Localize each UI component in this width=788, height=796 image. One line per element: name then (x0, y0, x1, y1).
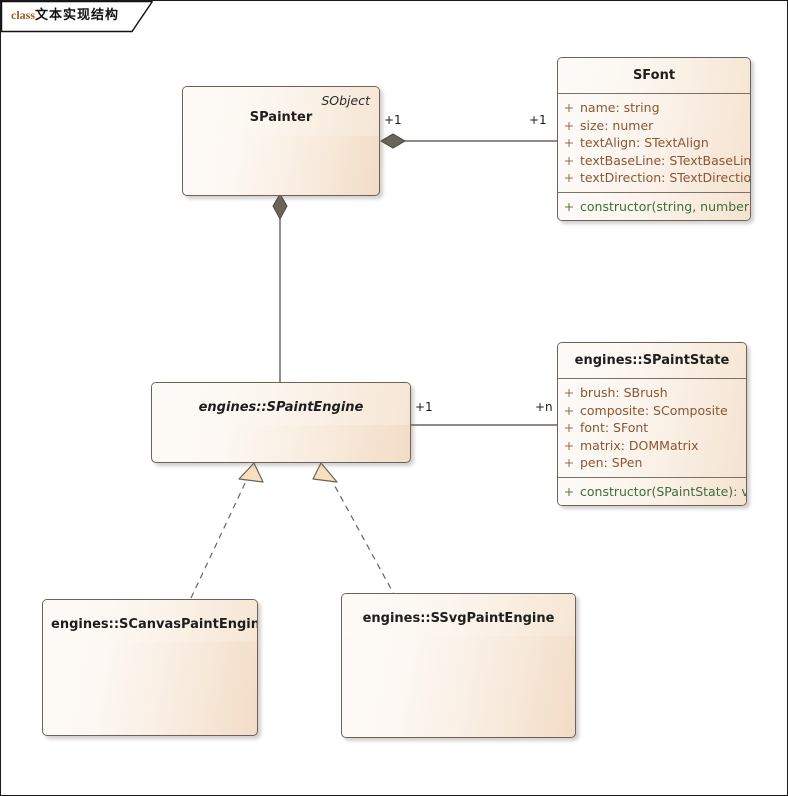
attribute-label: textDirection: STextDirection (580, 170, 751, 185)
connector-ssvgpaintengine-realization (312, 462, 397, 599)
visibility-marker: + (563, 100, 575, 115)
class-name-spaintengine: engines::SPaintEngine (198, 400, 364, 415)
attribute-row: + composite: SComposite (558, 402, 746, 420)
class-namebox-sfont: SFont (558, 58, 750, 93)
multiplicity-spaintengine-spaintstate-source: +1 (415, 400, 433, 414)
attributes-compartment-spaintstate: + brush: SBrush + composite: SComposite … (558, 379, 746, 477)
operation-row: + constructor(SPaintState): void (558, 483, 746, 501)
class-name-spaintstate: engines::SPaintState (574, 353, 730, 368)
attribute-row: + matrix: DOMMatrix (558, 437, 746, 455)
attribute-row: + name: string (558, 99, 750, 117)
attribute-label: name: string (580, 100, 660, 115)
attribute-row: + font: SFont (558, 419, 746, 437)
visibility-marker: + (563, 420, 575, 435)
attribute-row: + textAlign: STextAlign (558, 134, 750, 152)
multiplicity-spainter-sfont-source: +1 (384, 113, 402, 127)
class-box-spainter[interactable]: SObject SPainter (182, 86, 380, 196)
compartment-divider (558, 191, 750, 193)
visibility-marker: + (563, 402, 575, 418)
attribute-row: + size: numer (558, 117, 750, 135)
attribute-label: font: SFont (580, 420, 649, 435)
attribute-row: + pen: SPen (558, 454, 746, 472)
realization-arrowhead-svg (312, 462, 338, 483)
operations-compartment-sfont: + constructor(string, number): void (558, 192, 750, 220)
class-name-scanvaspaintengine: engines::SCanvasPaintEngine (51, 617, 258, 632)
attribute-row: + textBaseLine: STextBaseLine (558, 152, 750, 170)
operation-label: constructor(SPaintState): void (580, 483, 746, 499)
composition-diamond-sfont (380, 133, 406, 149)
visibility-marker: + (563, 483, 575, 499)
diagram-frame-tab: class文本实现结构 (1, 1, 153, 33)
attribute-row: + brush: SBrush (558, 384, 746, 402)
connector-spainter-spaintengine (272, 193, 288, 383)
class-namebox-spaintstate: engines::SPaintState (558, 343, 746, 378)
frame-tab-label: class文本实现结构 (11, 7, 119, 24)
visibility-marker: + (563, 117, 575, 133)
attribute-label: size: numer (580, 117, 654, 133)
attributes-compartment-sfont: + name: string + size: numer + textAlign… (558, 94, 750, 192)
class-namebox-spainter: SObject SPainter (183, 87, 379, 136)
attribute-label: matrix: DOMMatrix (580, 437, 699, 453)
compartment-divider (558, 93, 750, 94)
visibility-marker: + (563, 198, 575, 214)
class-name-ssvgpaintengine: engines::SSvgPaintEngine (362, 611, 555, 626)
operation-label: constructor(string, number): void (580, 198, 750, 214)
visibility-marker: + (563, 170, 575, 185)
class-name-spainter: SPainter (249, 110, 313, 125)
compartment-divider (558, 378, 746, 379)
attribute-row: + textDirection: STextDirection (558, 169, 750, 187)
operation-row: + constructor(string, number): void (558, 198, 750, 216)
frame-keyword: class (11, 8, 35, 22)
connector-scanvaspaintengine-realization (190, 462, 264, 599)
class-box-spaintstate[interactable]: engines::SPaintState + brush: SBrush + c… (557, 342, 747, 506)
connector-spainter-sfont (380, 133, 557, 149)
attribute-label: textAlign: STextAlign (580, 135, 709, 150)
operations-compartment-spaintstate: + constructor(SPaintState): void (558, 477, 746, 505)
class-stereotype-spainter: SObject (321, 93, 370, 108)
class-box-sfont[interactable]: SFont + name: string + size: numer + tex… (557, 57, 751, 221)
attribute-label: textBaseLine: STextBaseLine (580, 152, 751, 168)
visibility-marker: + (563, 385, 575, 400)
visibility-marker: + (563, 135, 575, 150)
composition-diamond-spaintengine (272, 193, 288, 221)
multiplicity-spainter-sfont-target: +1 (529, 113, 547, 127)
multiplicity-spaintengine-spaintstate-target: +n (535, 400, 553, 414)
attribute-label: brush: SBrush (580, 385, 668, 400)
attribute-label: composite: SComposite (580, 402, 728, 418)
class-box-scanvaspaintengine[interactable]: engines::SCanvasPaintEngine (42, 599, 258, 736)
compartment-divider (558, 476, 746, 478)
class-namebox-ssvgpaintengine: engines::SSvgPaintEngine (342, 594, 575, 636)
attribute-label: pen: SPen (580, 455, 643, 470)
class-namebox-scanvaspaintengine: engines::SCanvasPaintEngine (43, 600, 257, 642)
frame-title: 文本实现结构 (35, 8, 120, 23)
class-box-spaintengine[interactable]: engines::SPaintEngine (151, 382, 411, 463)
frame-tab-shape (1, 1, 153, 33)
visibility-marker: + (563, 437, 575, 453)
class-namebox-spaintengine: engines::SPaintEngine (152, 383, 410, 425)
realization-arrowhead-canvas (238, 462, 264, 483)
class-box-ssvgpaintengine[interactable]: engines::SSvgPaintEngine (341, 593, 576, 738)
visibility-marker: + (563, 455, 575, 470)
visibility-marker: + (563, 152, 575, 168)
class-name-sfont: SFont (632, 68, 676, 83)
